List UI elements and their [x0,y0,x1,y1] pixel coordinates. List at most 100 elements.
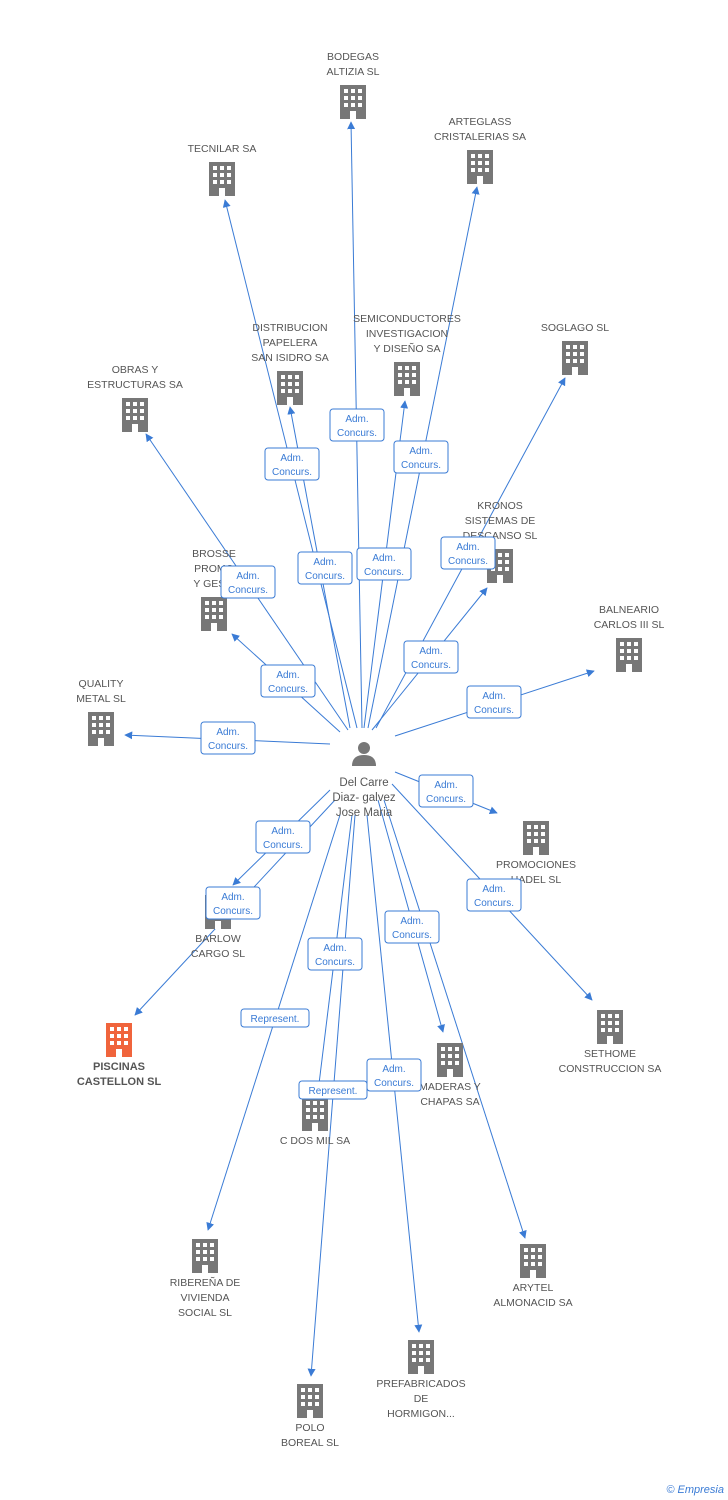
building-icon [408,1340,434,1374]
building-icon [209,162,235,196]
edge-label-box [466,878,522,912]
edge-label-piscinas[interactable]: Adm.Concurs. [205,886,261,920]
brand-name: Empresia [677,1484,724,1496]
building-icon [467,150,493,184]
building-icon [297,1384,323,1418]
edge-label-cdosmil_adm[interactable]: Adm.Concurs. [307,937,363,971]
credit[interactable]: © Empresia [666,1484,724,1496]
edge-label-text: Adm.Concurs. [474,691,514,716]
edge-label-text: Adm.Concurs. [228,571,268,596]
edge-label-box [356,547,412,581]
building-icon [88,712,114,746]
edge-label-riberena[interactable]: Represent. [240,1008,310,1028]
edge-label-box [366,1058,422,1092]
building-icon [616,638,642,672]
edge-label-text: Adm.Concurs. [337,414,377,439]
edge-label-text: Adm.Concurs. [305,557,345,582]
edge-label-text: Represent. [251,1014,300,1025]
edge-label-box [393,440,449,474]
edge-label-box [255,820,311,854]
edge-label-text: Adm.Concurs. [272,453,312,478]
edge-label-maderas[interactable]: Adm.Concurs. [384,910,440,944]
edge-label-box [205,886,261,920]
edge-label-text: Adm.Concurs. [364,553,404,578]
edge-label-box [200,721,256,755]
edge-label-soglago[interactable]: Adm.Concurs. [440,536,496,570]
edge-label-box [220,565,276,599]
building-icon [277,371,303,405]
edge-label-text: Adm.Concurs. [208,727,248,752]
edge-label-box [307,937,363,971]
edge-label-quality[interactable]: Adm.Concurs. [200,721,256,755]
company-name: TECNILAR SA [188,143,257,155]
edge-label-text: Adm.Concurs. [474,884,514,909]
person-icon [352,742,376,766]
building-icon [106,1023,132,1057]
edge-label-obras[interactable]: Adm.Concurs. [220,565,276,599]
edge-label-arteglass[interactable]: Adm.Concurs. [393,440,449,474]
edge-label-text: Adm.Concurs. [411,646,451,671]
edge-label-box [260,664,316,698]
edge-label-sethome[interactable]: Adm.Concurs. [466,878,522,912]
building-icon [201,597,227,631]
edge-label-distribucion[interactable]: Adm.Concurs. [297,551,353,585]
building-icon [394,362,420,396]
edge-label-prefabricados[interactable]: Adm.Concurs. [366,1058,422,1092]
edge-label-text: Adm.Concurs. [263,826,303,851]
company-node-soglago[interactable]: SOGLAGO SL [541,322,609,375]
edge-label-box [418,774,474,808]
edge-label-text: Adm.Concurs. [401,446,441,471]
edge-label-box [264,447,320,481]
edge-label-kronos[interactable]: Adm.Concurs. [403,640,459,674]
edge-label-brosse[interactable]: Adm.Concurs. [260,664,316,698]
edge-label-box [297,551,353,585]
edge-label-box [440,536,496,570]
edge-label-cdosmil_rep[interactable]: Represent. [298,1080,368,1100]
edge-label-tecnilar[interactable]: Adm.Concurs. [264,447,320,481]
building-icon [302,1097,328,1131]
edge-label-box [403,640,459,674]
edge-label-barlow[interactable]: Adm.Concurs. [255,820,311,854]
edge-label-bodegas[interactable]: Adm.Concurs. [329,408,385,442]
edge-label-box [240,1008,310,1028]
building-icon [437,1043,463,1077]
edge-label-promociones[interactable]: Adm.Concurs. [418,774,474,808]
company-node-tecnilar[interactable]: TECNILAR SA [188,143,257,196]
edge-label-text: Adm.Concurs. [268,670,308,695]
edge-label-balneario[interactable]: Adm.Concurs. [466,685,522,719]
edge-labels-layer: Adm.Concurs. Adm.Concurs. Adm.Concurs. Adm.… [200,408,522,1100]
company-node-cdosmil[interactable]: C DOS MIL SA [280,1097,350,1147]
edge-label-box [329,408,385,442]
building-icon [122,398,148,432]
edge-label-semiconductores[interactable]: Adm.Concurs. [356,547,412,581]
edge-arytel [383,799,527,1239]
